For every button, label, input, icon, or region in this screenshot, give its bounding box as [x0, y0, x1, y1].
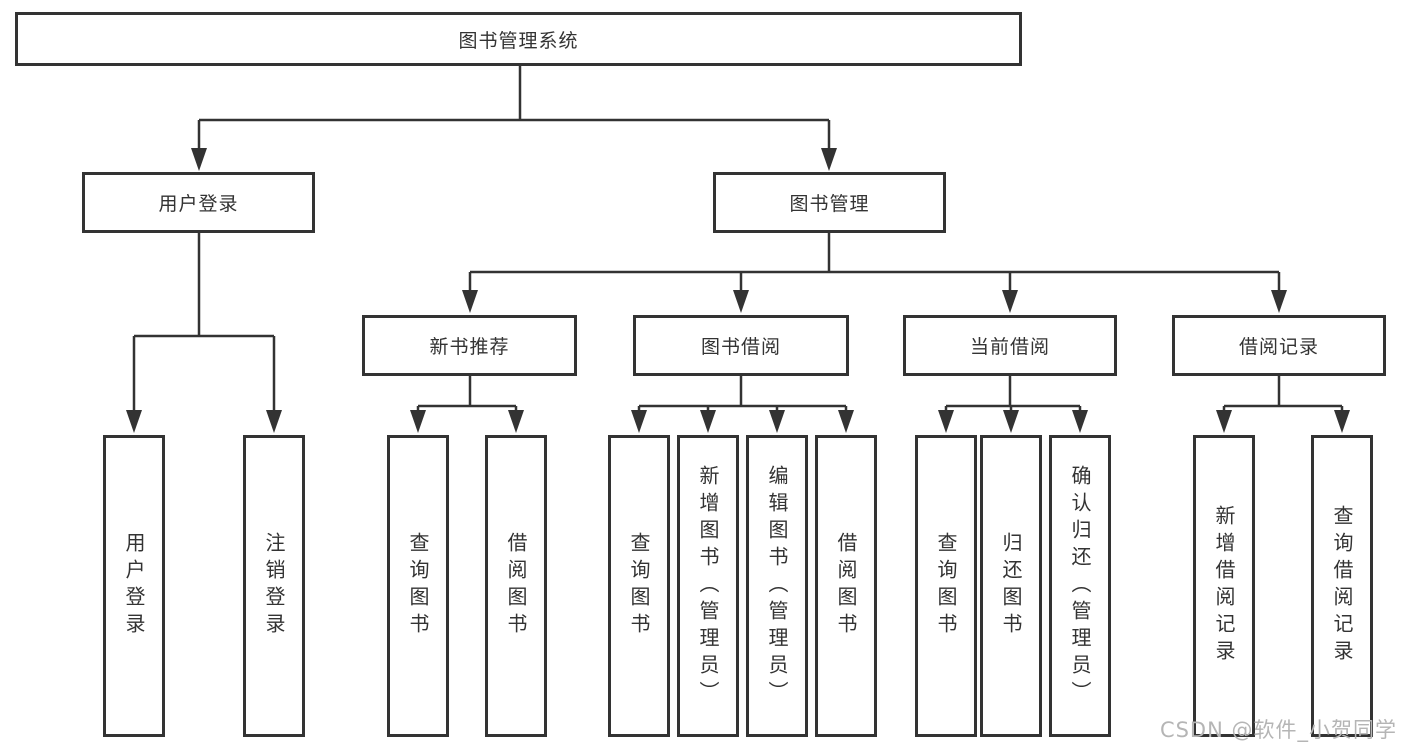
leaf-label: 查询借阅记录	[1330, 505, 1354, 667]
arrowhead	[769, 410, 785, 433]
leaf-records-query-borrow-record: 查询借阅记录	[1311, 435, 1373, 737]
connector-root-to-level2	[197, 66, 831, 150]
node-label: 当前借阅	[969, 336, 1050, 358]
leaf-current-query-books: 查询图书	[915, 435, 977, 737]
leaf-newbook-borrow-books: 借阅图书	[485, 435, 547, 737]
leaf-label: 新增借阅记录	[1212, 505, 1236, 667]
arrowhead	[821, 148, 837, 171]
leaf-newbook-query-books: 查询图书	[387, 435, 449, 737]
leaf-label: 注销登录	[262, 532, 286, 640]
node-label: 图书借阅	[700, 336, 781, 358]
leaf-label: 查询图书	[627, 532, 651, 640]
arrowhead	[410, 410, 426, 433]
leaf-logout: 注销登录	[243, 435, 305, 737]
node-new-book-recommend: 新书推荐	[362, 315, 577, 376]
arrowhead	[631, 410, 647, 433]
arrowhead	[1072, 410, 1088, 433]
connector-book-borrowing-group	[637, 376, 848, 412]
leaf-label: 用户登录	[122, 532, 146, 640]
arrowhead	[508, 410, 524, 433]
arrowhead	[266, 410, 282, 433]
arrowhead	[462, 290, 478, 313]
leaf-borrowing-add-books-admin: 新增图书（管理员）	[677, 435, 739, 737]
arrowhead	[938, 410, 954, 433]
node-book-management-branch: 图书管理	[713, 172, 946, 233]
leaf-records-add-borrow-record: 新增借阅记录	[1193, 435, 1255, 737]
node-label: 新书推荐	[429, 336, 510, 358]
connector-current-borrowing-group	[944, 376, 1082, 412]
arrowhead	[1002, 290, 1018, 313]
leaf-borrowing-query-books: 查询图书	[608, 435, 670, 737]
leaf-borrowing-edit-books-admin: 编辑图书（管理员）	[746, 435, 808, 737]
node-borrowing-records: 借阅记录	[1172, 315, 1386, 376]
arrowhead	[1003, 410, 1019, 433]
node-book-borrowing: 图书借阅	[633, 315, 849, 376]
leaf-label: 查询图书	[406, 532, 430, 640]
leaf-label: 确认归还（管理员）	[1068, 464, 1092, 708]
arrowhead	[191, 148, 207, 171]
node-label: 图书管理	[789, 193, 870, 215]
arrowhead	[1334, 410, 1350, 433]
connector-new-book-group	[416, 376, 518, 412]
node-book-management-system: 图书管理系统	[15, 12, 1022, 66]
arrowhead	[733, 290, 749, 313]
connector-borrowing-records-group	[1222, 376, 1344, 412]
node-label: 图书管理系统	[458, 29, 579, 52]
arrowhead	[126, 410, 142, 433]
node-label: 用户登录	[158, 193, 239, 215]
leaf-borrowing-borrow-books: 借阅图书	[815, 435, 877, 737]
leaf-label: 借阅图书	[504, 532, 528, 640]
csdn-watermark: CSDN @软件_小贺同学	[1159, 718, 1397, 742]
connector-user-login-branch	[132, 233, 276, 412]
arrowhead	[838, 410, 854, 433]
leaf-label: 新增图书（管理员）	[696, 464, 720, 708]
leaf-label: 借阅图书	[834, 532, 858, 640]
connector-book-management-branch	[468, 233, 1281, 293]
leaf-current-confirm-return-admin: 确认归还（管理员）	[1049, 435, 1111, 737]
arrowhead	[1271, 290, 1287, 313]
leaf-label: 归还图书	[999, 532, 1023, 640]
node-label: 借阅记录	[1238, 336, 1319, 358]
leaf-current-return-books: 归还图书	[980, 435, 1042, 737]
arrowhead	[1216, 410, 1232, 433]
node-user-login-branch: 用户登录	[82, 172, 315, 233]
leaf-user-login: 用户登录	[103, 435, 165, 737]
arrowhead	[700, 410, 716, 433]
leaf-label: 编辑图书（管理员）	[765, 464, 789, 708]
node-current-borrowing: 当前借阅	[903, 315, 1117, 376]
leaf-label: 查询图书	[934, 532, 958, 640]
